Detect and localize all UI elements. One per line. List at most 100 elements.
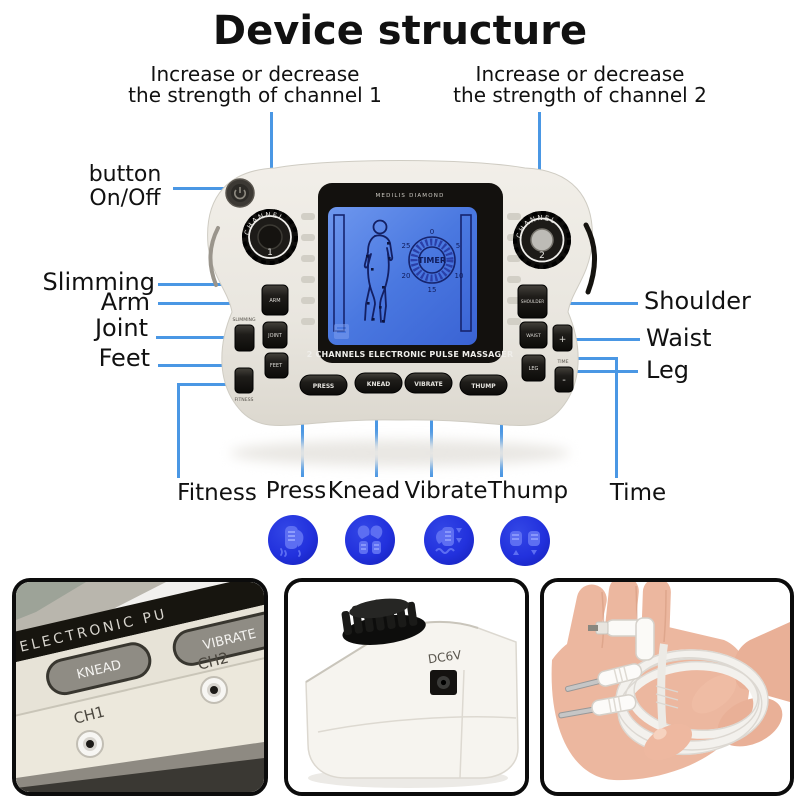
ports-photo-device-edge: ELECTRONIC PU KNEAD VIBRATE <box>16 582 264 792</box>
electrode-pin-1 <box>565 663 643 692</box>
level-bar-right <box>460 214 472 332</box>
thump-label: Thump <box>487 478 569 504</box>
on-off-annotation: button On/Off <box>70 163 180 211</box>
knead-key: KNEAD <box>354 372 403 394</box>
svg-text:20: 20 <box>402 272 411 280</box>
on-off-annotation-line2: On/Off <box>89 186 161 211</box>
time-key-caption: TIME <box>556 359 568 365</box>
channel1-knob-number: 1 <box>267 248 273 258</box>
electrode-pin-2 <box>558 694 637 719</box>
shoulder-leader-line <box>546 302 638 305</box>
leg-key: LEG <box>521 354 546 382</box>
svg-text:WAIST: WAIST <box>526 333 541 339</box>
fitness-key-caption: FITNESS <box>235 397 254 403</box>
fitness-key <box>234 367 254 394</box>
svg-text:VIBRATE: VIBRATE <box>414 381 442 388</box>
shoulder-key: SHOULDER <box>517 284 548 319</box>
joint-key: JOINT <box>262 321 288 349</box>
svg-text:FEET: FEET <box>270 363 283 369</box>
channel2-knob: CHANNEL 2 <box>513 211 571 269</box>
svg-text:KNEAD: KNEAD <box>367 381 390 388</box>
svg-text:15: 15 <box>428 286 437 294</box>
intensity-knob-side <box>341 598 426 645</box>
time-plus-key: + <box>552 324 573 352</box>
time-label: Time <box>609 480 667 506</box>
knead-button-photo: KNEAD <box>46 642 152 696</box>
timer-text: TIMER <box>418 256 446 265</box>
page-title: Device structure <box>212 8 588 54</box>
dc-jack: DC6V <box>427 648 463 695</box>
power-jack-photo: DC6V <box>284 578 529 796</box>
channel1-annotation-line2: the strength of channel 1 <box>128 83 382 107</box>
screen-mode-icon <box>334 324 349 339</box>
vibrate-leader-line <box>430 395 433 477</box>
feet-key: FEET <box>264 352 289 379</box>
shoulder-label: Shoulder <box>644 287 751 315</box>
slimming-key <box>234 324 255 352</box>
channel2-annotation-line1: Increase or decrease <box>475 62 685 86</box>
vibrate-button-photo: VIBRATE <box>172 611 264 666</box>
slimming-label: Slimming <box>42 268 155 296</box>
leg-label: Leg <box>646 356 689 384</box>
joint-leader-line <box>156 336 270 339</box>
waist-label: Waist <box>646 324 712 352</box>
knead-label: Knead <box>327 478 401 504</box>
power-button <box>225 178 255 208</box>
fitness-leader-line-h <box>177 383 239 386</box>
leg-leader-line <box>538 370 638 373</box>
svg-text:JOINT: JOINT <box>267 333 283 339</box>
arm-leader-line <box>158 302 272 305</box>
press-key: PRESS <box>299 374 348 396</box>
timer-dial: TIMER 0 5 10 15 20 25 <box>402 228 464 294</box>
slimming-key-caption: SLIMMING <box>232 317 256 323</box>
feet-leader-line <box>158 364 272 367</box>
right-accent-curve <box>583 222 598 295</box>
knead-leader-line <box>375 395 378 477</box>
press-label: Press <box>265 478 327 504</box>
svg-text:10: 10 <box>455 272 464 280</box>
channel1-knob: CHANNEL 1 <box>242 209 298 265</box>
svg-text:PRESS: PRESS <box>313 383 335 390</box>
svg-text:+: + <box>559 335 567 345</box>
electrode-dots <box>366 242 391 323</box>
thumb-over-coil <box>643 723 693 761</box>
arm-label: Arm <box>100 288 150 316</box>
dc-jack-label: DC6V <box>427 648 463 667</box>
svg-text:THUMP: THUMP <box>471 383 496 390</box>
thump-leader-line <box>500 397 503 477</box>
knead-mode-icon <box>345 515 395 565</box>
cables-photo <box>540 578 794 796</box>
svg-text:5: 5 <box>456 242 460 250</box>
waist-leader-line <box>543 338 640 341</box>
right-angle-plug <box>588 617 655 661</box>
svg-text:-: - <box>562 375 566 386</box>
channel2-annotation: Increase or decrease the strength of cha… <box>430 64 730 106</box>
massager-device: MEDILIS DIAMOND <box>180 150 620 465</box>
brand-text: MEDILIS DIAMOND <box>375 193 444 199</box>
device-illustration: MEDILIS DIAMOND <box>207 160 598 426</box>
channel2-leader-line <box>538 112 541 222</box>
left-accent-curve <box>208 226 220 287</box>
time-leader-line-h <box>578 357 618 360</box>
vibrate-mode-icon <box>424 515 474 565</box>
joint-label: Joint <box>94 314 148 342</box>
on-off-annotation-line1: button <box>88 162 162 187</box>
channel1-leader-line <box>270 112 273 218</box>
svg-text:LEG: LEG <box>529 366 539 372</box>
arm-key: ARM <box>261 284 289 316</box>
channel2-knob-number: 2 <box>539 251 545 261</box>
waist-key: WAIST <box>519 321 548 349</box>
svg-text:0: 0 <box>430 228 434 236</box>
svg-text:25: 25 <box>402 242 411 250</box>
thump-key: THUMP <box>459 374 508 396</box>
channel1-annotation: Increase or decrease the strength of cha… <box>105 64 405 106</box>
fitness-leader-line-v <box>177 383 180 478</box>
screen-content: TIMER 0 5 10 15 20 25 <box>333 214 472 339</box>
press-leader-line <box>301 397 304 477</box>
thump-mode-icon <box>500 516 550 566</box>
channel1-annotation-line1: Increase or decrease <box>150 62 360 86</box>
banner-text: 2 CHANNELS ELECTRONIC PULSE MASSAGER <box>307 350 514 359</box>
feet-label: Feet <box>98 344 150 372</box>
fitness-label: Fitness <box>177 480 257 506</box>
